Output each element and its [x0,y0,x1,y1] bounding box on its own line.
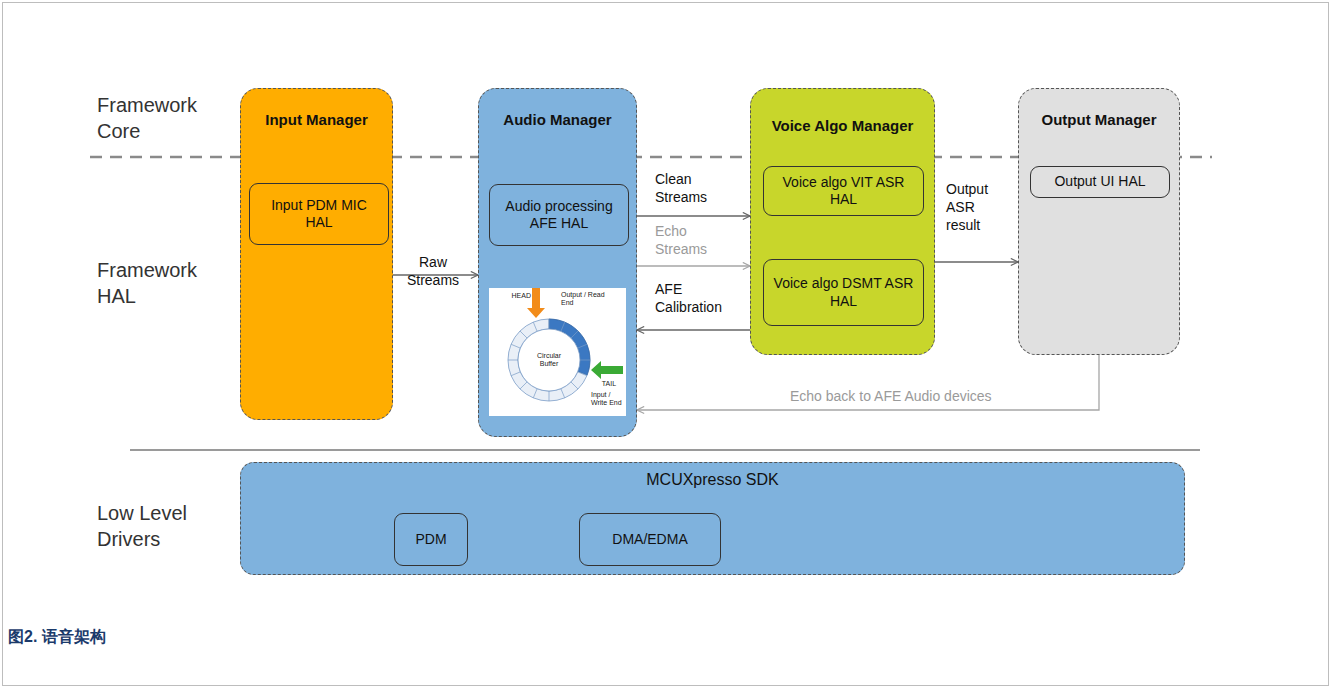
box-label: Voice algo DSMT ASR HAL [770,275,917,310]
flow-arrow [637,215,750,216]
buffer-label: Input / Write End [591,391,625,407]
box-label: Output UI HAL [1054,173,1145,191]
layer-label: Framework Core [97,92,209,144]
box-label: Audio processing AFE HAL [496,198,622,233]
buffer-label: Circular Buffer [531,352,567,368]
layer-label: Low Level Drivers [97,500,209,552]
buffer-slot-divider [571,382,578,389]
manager-box: HEAD Output / Read EndCircular BufferTAIL… [478,88,637,437]
buffer-slot-divider [533,389,537,398]
hal-box: Output UI HAL [1030,166,1170,198]
figure-frame [3,3,1329,686]
flow-arrow [935,261,1018,262]
hal-box: Voice algo VIT ASR HAL [763,166,924,216]
buffer-label: Output / Read End [561,291,611,307]
flow-arrow [637,265,750,266]
buffer-label: HEAD [503,292,531,300]
buffer-hub [518,329,580,391]
box-label: Voice algo VIT ASR HAL [770,174,917,209]
driver-box: PDM [394,513,468,566]
buffer-ring [508,319,590,401]
buffer-slot-divider [549,319,550,329]
edge-label: Echo Streams [655,222,725,258]
layer-divider [130,449,1200,451]
figure-caption: 图2. 语音架构 [8,627,106,648]
edge-label: Output ASR result [946,180,1006,235]
manager-box: Input ManagerInput PDM MIC HAL [240,88,393,420]
buffer-slot-divider [511,344,520,348]
buffer-slot-divider [520,331,527,338]
box-heading: Audio Manager [479,111,636,128]
buffer-slot-divider [520,382,527,389]
buffer-slot-divider [561,389,565,398]
driver-box: DMA/EDMA [579,513,721,566]
manager-box: Voice Algo ManagerVoice algo VIT ASR HAL… [750,88,935,355]
buffer-slot-divider [511,372,520,376]
manager-box: Output ManagerOutput UI HAL [1018,88,1180,355]
box-heading: Input Manager [241,111,392,128]
flow-arrow [637,329,750,330]
edge-label: Raw Streams [392,253,474,289]
buffer-slot-divider [508,360,518,361]
sdk-band: MCUXpresso SDK PDM DMA/EDMA [240,462,1185,575]
buffer-slot-divider [571,331,578,338]
box-label: Input PDM MIC HAL [256,197,382,232]
hal-box: Voice algo DSMT ASR HAL [763,259,924,326]
buffer-slot-divider [580,360,590,361]
box-heading: Voice Algo Manager [751,117,934,134]
buffer-slot-divider [578,372,587,376]
hal-box: Audio processing AFE HAL [489,184,629,246]
buffer-slot-divider [533,322,537,331]
tail-arrow [591,361,623,379]
box-heading: Output Manager [1019,111,1179,128]
layer-label: Framework HAL [97,257,209,309]
edge-label: AFE Calibration [655,280,735,316]
buffer-slot-divider [578,344,587,348]
box-label: DMA/EDMA [612,531,687,549]
edge-label: Echo back to AFE Audio devices [790,387,1020,405]
box-heading: MCUXpresso SDK [241,471,1184,489]
buffer-slot-divider [561,322,565,331]
edge-label: Clean Streams [655,170,725,206]
hal-box: Input PDM MIC HAL [249,183,389,245]
flow-arrow [637,355,1099,410]
buffer-slot-divider [549,391,550,401]
buffer-label: TAIL [595,380,623,388]
box-label: PDM [415,531,446,549]
circular-buffer-picture: HEAD Output / Read EndCircular BufferTAIL… [489,288,626,416]
